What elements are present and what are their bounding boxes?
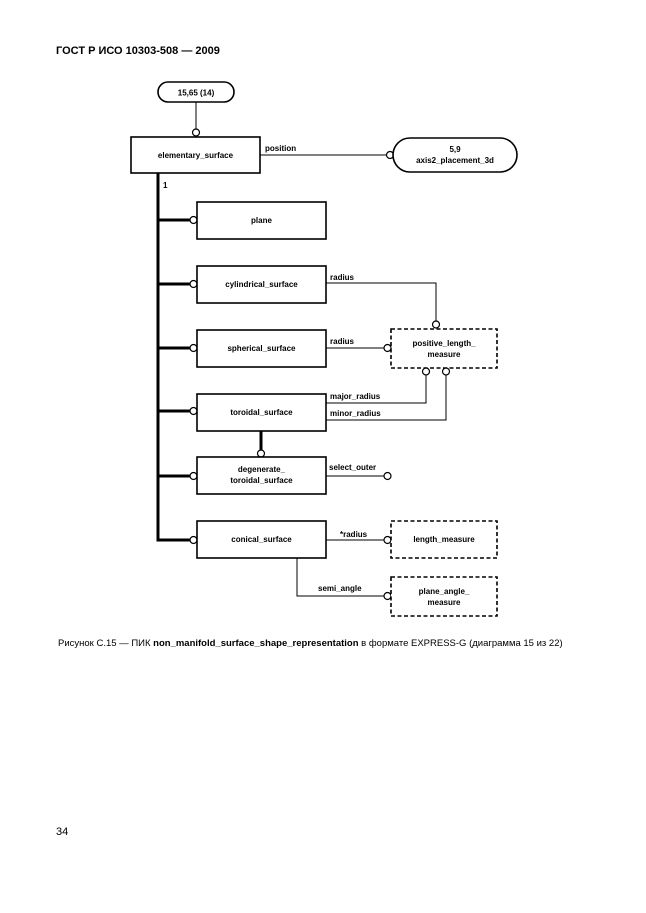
page-number: 34 [56,826,69,838]
subtype-end-toroidal [189,406,198,416]
type-plane-angle-measure-line1: plane_angle_ [419,587,470,596]
type-positive-length-measure-line2: measure [428,350,461,359]
major-radius-end [421,367,431,376]
subtype-trunk [156,173,190,542]
page-ref-right-line1: 5,9 [449,145,461,154]
entity-toroidal-surface-label: toroidal_surface [230,408,293,417]
entity-conical-surface [196,520,327,559]
entity-toroidal-surface [196,393,327,432]
type-plane-angle-measure [390,576,498,617]
attr-minor-radius-label: minor_radius [330,409,381,418]
major-radius-link [326,375,427,404]
subtype-end-spherical [189,343,198,353]
minor-radius-link [326,375,447,421]
attr-radius-cylindrical-label: radius [330,273,355,282]
minor-radius-end [441,367,451,376]
entity-degenerate-label-line2: toroidal_surface [230,476,293,485]
cardinality-label: 1 [163,181,168,190]
attr-radius-spherical-label: radius [330,337,355,346]
subtype-link-degenerate-end [256,449,266,458]
type-length-measure [390,520,498,559]
subtype-end-conical [189,535,198,545]
subtype-end-plane [189,215,198,225]
cylindrical-radius-end [431,320,441,329]
document-header: ГОСТ Р ИСО 10303-508 — 2009 [56,45,220,57]
subtype-end-degenerate [189,471,198,481]
entity-elementary-surface [130,136,261,174]
type-length-measure-label: length_measure [413,535,475,544]
entity-degenerate-label-line1: degenerate_ [238,465,286,474]
caption-suffix: в формате EXPRESS-G (диаграмма 15 из 22) [358,638,563,649]
type-positive-length-measure-line1: positive_length_ [412,339,476,348]
page-ref-right-box [392,137,518,173]
semi-angle-link [296,558,384,597]
figure-caption: Рисунок С.15 — ПИК non_manifold_surface_… [58,638,563,649]
type-plane-angle-measure-line2: measure [428,598,461,607]
semi-angle-end [383,591,392,601]
entity-spherical-surface-label: spherical_surface [227,344,296,353]
attr-major-radius-label: major_radius [330,392,381,401]
cylindrical-radius-link [326,282,437,321]
attr-position-label: position [265,144,296,153]
entity-spherical-surface [196,329,327,368]
page-ref-top-label: 15,65 (14) [178,89,215,98]
entity-elementary-surface-label: elementary_surface [158,151,234,160]
entity-cylindrical-surface-label: cylindrical_surface [225,280,298,289]
supertype-link-end [191,128,201,137]
caption-prefix: Рисунок С.15 — ПИК [58,638,154,649]
type-positive-length-measure [390,328,498,369]
conical-radius-end [383,535,392,545]
attr-select-outer-label: select_outer [329,463,376,472]
subtype-end-cylindrical [189,279,198,289]
attr-semi-angle-label: semi_angle [318,584,362,593]
entity-plane [196,201,327,240]
select-outer-end [383,471,392,481]
caption-schema-name: non_manifold_surface_shape_representatio… [153,638,359,649]
spherical-radius-end [383,343,392,353]
entity-cylindrical-surface [196,265,327,304]
attr-conical-radius-label: *radius [340,530,368,539]
entity-conical-surface-label: conical_surface [231,535,292,544]
entity-plane-label: plane [251,216,272,225]
page-ref-right-line2: axis2_placement_3d [416,156,494,165]
